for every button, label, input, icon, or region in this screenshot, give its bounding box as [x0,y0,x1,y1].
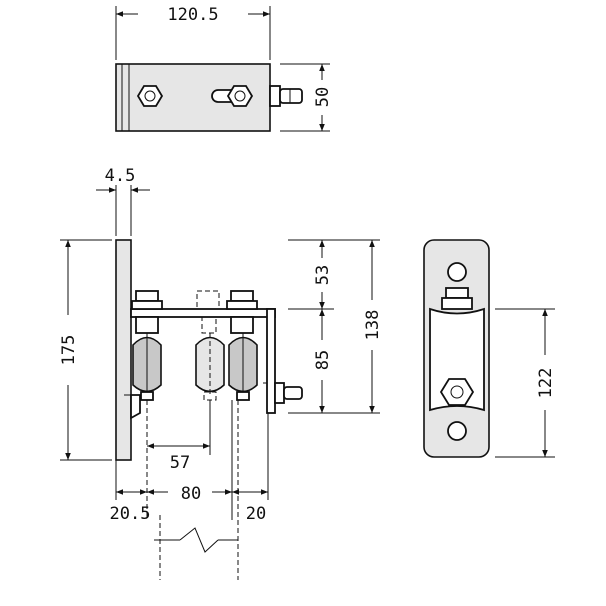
hidden-nut [196,290,220,310]
dim-bracket-height: 138 [363,310,383,341]
hidden-collar [201,316,217,334]
bracket-foot [130,394,141,420]
collar-right [230,316,254,334]
collar-left [135,316,159,334]
end-top-washer [441,297,473,310]
bracket-side-arm [266,308,276,414]
mount-hole-bottom [447,421,467,441]
top-washer-left [131,300,163,310]
dim-top-width: 120.5 [167,5,218,25]
roller-pin-left [140,391,154,401]
nut-hole [450,385,464,399]
hex-nut-icon [226,85,254,107]
end-view: 122 [423,239,556,458]
dim-end-height: 122 [536,368,556,399]
top-view: 120.5 50 [115,5,333,132]
dim-top-height: 50 [313,87,333,107]
break-line [179,527,219,553]
nut-hole [144,90,156,102]
dim-left-offset: 20.5 [110,504,151,524]
side-bolt-nut [274,382,285,404]
hex-nut-icon [439,378,475,406]
dim-plate-thickness: 4.5 [105,166,136,186]
end-top-nut [445,287,469,299]
bracket-body-end [429,307,485,412]
front-view: 4.5 175 53 85 138 57 80 2 [59,166,383,580]
hex-nut-icon [136,85,164,107]
mount-hole-top [447,262,467,282]
dim-right-offset: 20 [246,504,266,524]
roller-middle [195,336,225,393]
top-washer-right [226,300,258,310]
bracket-top-arm [130,308,276,318]
dim-upper-offset: 53 [313,265,333,285]
side-bolt-shank [283,386,303,400]
wall-plate [115,239,132,461]
roller-pin-right [236,391,250,401]
dim-lower-offset: 85 [313,350,333,370]
dim-roller-span: 57 [170,453,190,473]
top-nut-left [135,290,159,302]
dim-overall-height: 175 [59,335,79,366]
top-nut-right [230,290,254,302]
nut-hole [234,90,246,102]
bolt-shank [279,88,303,104]
dim-wheel-base: 80 [181,484,201,504]
bolt-nut-side [269,85,281,107]
